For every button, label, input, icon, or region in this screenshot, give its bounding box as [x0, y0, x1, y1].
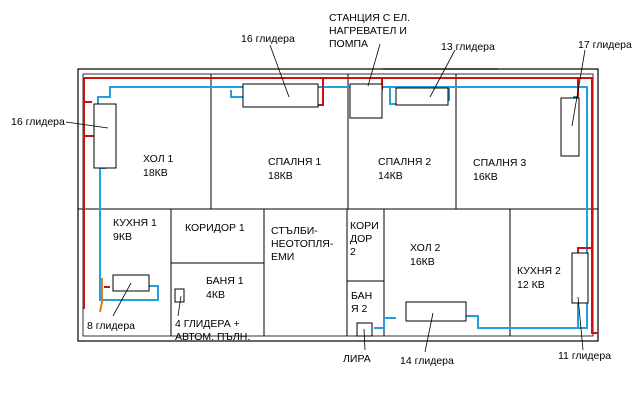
- radiator-label-spalnya3: 17 глидера: [578, 39, 632, 51]
- radiator-label-kuhnya1: 8 глидера: [87, 320, 135, 332]
- radiator-label-banya1: 4 ГЛИДЕРА + АВТОМ. ПЪЛН.: [175, 318, 251, 343]
- room-banya1-name: БАНЯ 1: [206, 275, 244, 287]
- room-spalnya1-name: СПАЛНЯ 1: [268, 156, 322, 168]
- room-kuhnya1-name: КУХНЯ 1: [113, 217, 157, 229]
- radiator-label-hol1: 16 глидера: [11, 116, 65, 128]
- radiator-label-spalnya2: 13 глидера: [441, 41, 495, 53]
- room-hol2-name: ХОЛ 2: [410, 242, 441, 254]
- room-stalbi-name: СТЪЛБИ- НЕОТОПЛЯ- ЕМИ: [271, 225, 334, 263]
- room-banya1-area: 4КВ: [206, 289, 225, 301]
- supply-pipes: [83, 77, 598, 334]
- room-banya2-name: БАН Я 2: [351, 290, 373, 315]
- bath-pipe: [99, 278, 103, 313]
- radiator-label-hol2: 14 глидера: [400, 355, 454, 367]
- station-label: СТАНЦИЯ С ЕЛ. НАГРЕВАТЕЛ И ПОМПА: [329, 12, 411, 50]
- radiator-spalnya2: [395, 87, 449, 106]
- room-spalnya3-name: СПАЛНЯ 3: [473, 157, 527, 169]
- room-hol1-name: ХОЛ 1: [143, 153, 174, 165]
- radiator-label-spalnya1: 16 глидера: [241, 33, 295, 45]
- leader-lines: [65, 44, 586, 353]
- room-spalnya3-area: 16КВ: [473, 171, 498, 183]
- radiator-spalnya1: [242, 83, 319, 108]
- station-pointer: [367, 43, 381, 87]
- interior-walls: [78, 74, 598, 336]
- inner-wall: [82, 73, 594, 337]
- radiator-hol2: [405, 301, 467, 322]
- room-spalnya1-area: 18КВ: [268, 170, 293, 182]
- radiator-kuhnya2: [571, 252, 589, 304]
- room-koridor2-name: КОРИ ДОР 2: [350, 220, 379, 258]
- outer-wall: [77, 68, 599, 342]
- room-hol2-area: 16КВ: [410, 256, 435, 268]
- room-kuhnya2-name: КУХНЯ 2: [517, 265, 561, 277]
- radiator-banya1: [174, 288, 185, 303]
- radiator-spalnya3: [560, 97, 580, 157]
- room-kuhnya1-area: 9КВ: [113, 231, 132, 243]
- room-hol1-area: 18КВ: [143, 167, 168, 179]
- heating-station: [349, 83, 383, 119]
- room-spalnya2-area: 14КВ: [378, 170, 403, 182]
- room-spalnya2-name: СПАЛНЯ 2: [378, 156, 432, 168]
- lira-label: ЛИРА: [343, 353, 371, 365]
- radiator-label-kuhnya2: 11 глидера: [558, 350, 612, 362]
- room-koridor1-name: КОРИДОР 1: [185, 222, 245, 234]
- room-kuhnya2-area: 12 КВ: [517, 279, 545, 291]
- radiator-hol1: [93, 103, 117, 169]
